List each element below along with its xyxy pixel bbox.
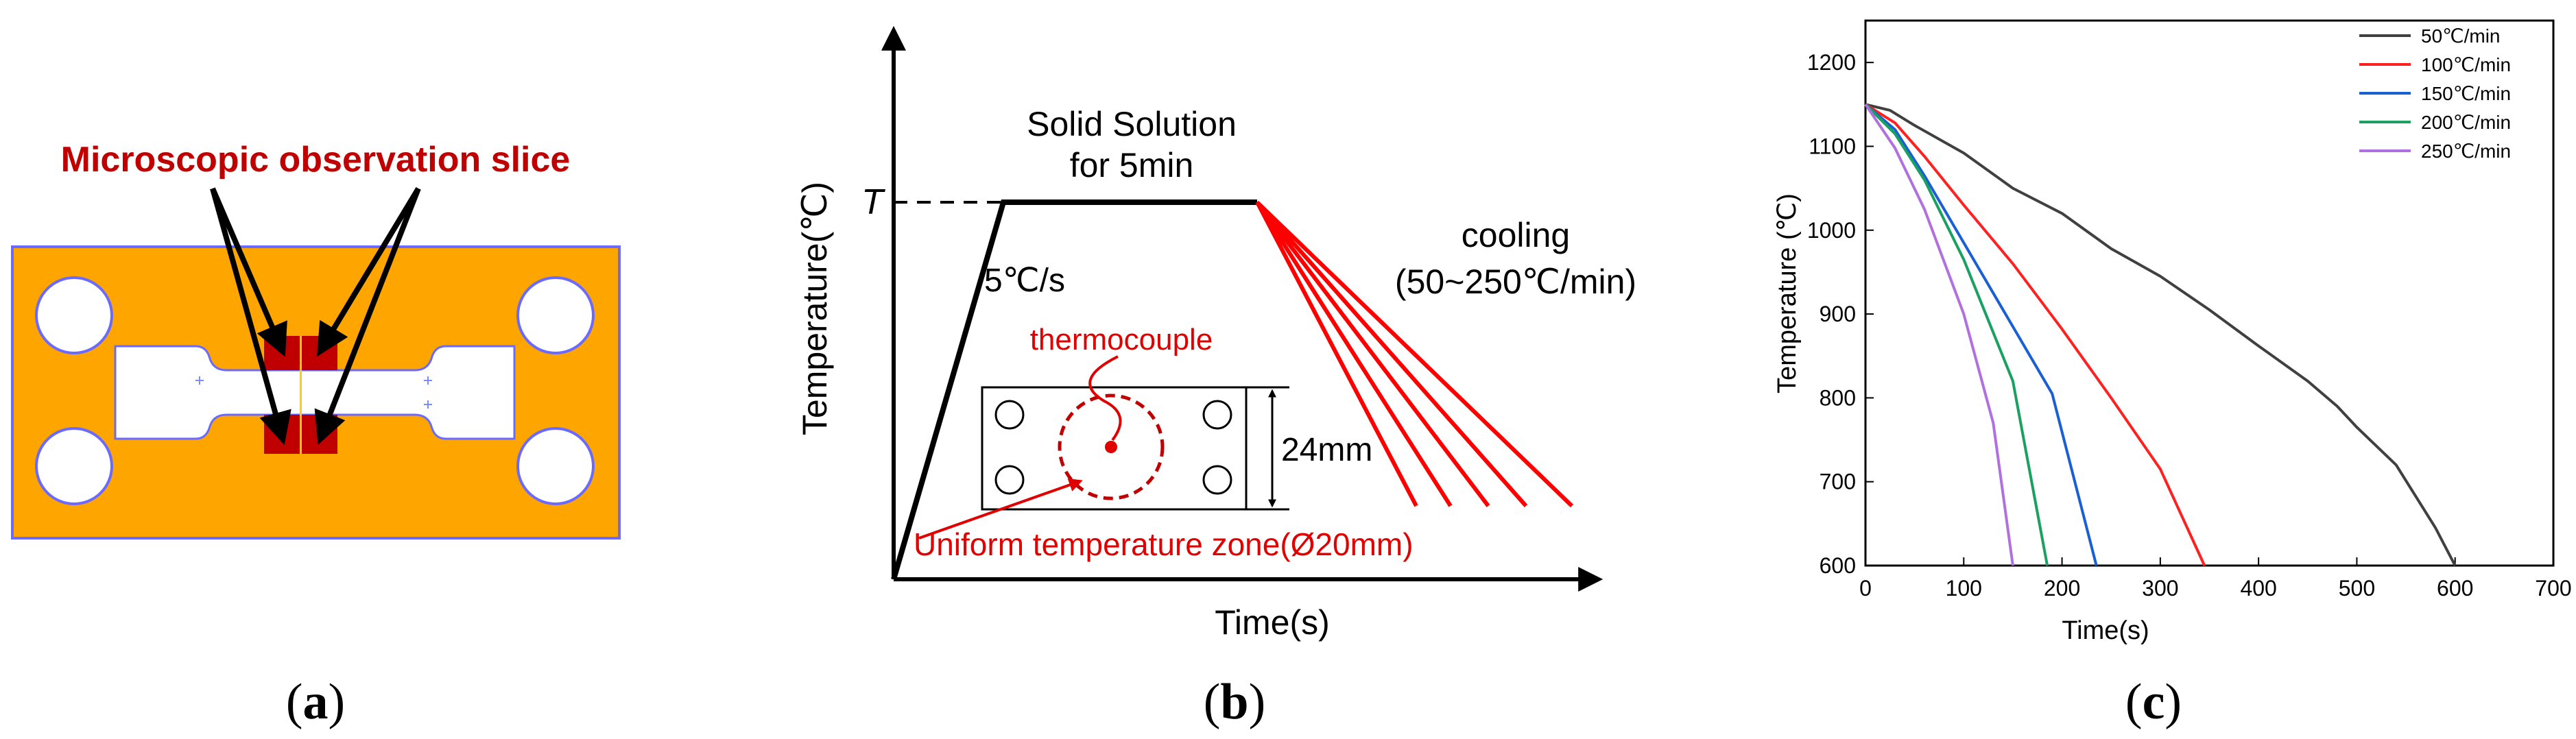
solid-solution-line2: for 5min <box>1070 146 1194 184</box>
dogbone-cutout <box>114 345 516 440</box>
gauge-marks <box>195 376 432 409</box>
legend-label-4: 250℃/min <box>2421 141 2511 162</box>
chart-x-label: Time(s) <box>2062 616 2149 645</box>
panel-c: 0 100 200 300 400 500 600 700 600 700 800 900 1000 11… <box>1773 19 2572 730</box>
inset-hole-br <box>1202 465 1232 495</box>
legend-label-3: 200℃/min <box>2421 112 2511 133</box>
x-tick-label-6: 600 <box>2437 576 2473 601</box>
hole-bottom-left <box>35 427 113 505</box>
series-line-4 <box>1864 104 2014 566</box>
axis-ticks: 0 100 200 300 400 500 600 700 600 700 800 900 1000 11… <box>1807 50 2572 601</box>
temperature-profile <box>891 199 1257 581</box>
x-tick-label-4: 400 <box>2240 576 2276 601</box>
legend: 50℃/min 100℃/min 150℃/min 200℃/min 250℃/min <box>2359 25 2511 162</box>
heating-rate: 5℃/s <box>984 263 1065 299</box>
legend-label-0: 50℃/min <box>2421 25 2501 47</box>
x-tick-label-3: 300 <box>2142 576 2178 601</box>
y-tick-label-6: 1200 <box>1807 50 1856 75</box>
y-tick-label-1: 700 <box>1820 470 1856 494</box>
series-line-2 <box>1864 103 2098 566</box>
thermocouple-lead <box>1088 355 1122 441</box>
x-tick-label-5: 500 <box>2339 576 2375 601</box>
y-tick-label-0: 600 <box>1820 553 1856 578</box>
panel-a-label: (a) <box>286 674 345 730</box>
solid-solution-line1: Solid Solution <box>1027 105 1237 143</box>
series-line-3 <box>1864 103 2049 566</box>
inset-hole-tr <box>1202 400 1232 430</box>
series-line-0 <box>1865 103 2457 566</box>
plot-frame <box>1864 19 2555 567</box>
uniform-zone-circle <box>1058 393 1165 500</box>
hole-bottom-right <box>516 427 595 505</box>
series-lines <box>1864 103 2457 566</box>
axis-y-label: Temperature(℃) <box>796 182 834 435</box>
chart-y-label: Temperature (℃) <box>1773 193 1802 393</box>
inset-hole-bl <box>994 465 1025 495</box>
panel-c-label: (c) <box>2125 674 2182 730</box>
x-tick-label-2: 200 <box>2044 576 2080 601</box>
panel-b: Temperature(℃) Time(s) T Solid Solution … <box>796 25 1636 730</box>
x-tick-label-1: 100 <box>1946 576 1982 601</box>
annotation-label: Microscopic observation slice <box>61 140 571 180</box>
y-tick-label-2: 800 <box>1820 385 1856 410</box>
cooling-line1: cooling <box>1462 216 1570 254</box>
x-tick-label-7: 700 <box>2535 576 2571 601</box>
inset-hole-tl <box>994 400 1025 430</box>
axis-x-label: Time(s) <box>1215 603 1330 642</box>
dimension-label: 24mm <box>1281 432 1372 468</box>
slice-top-right <box>302 336 337 370</box>
thermocouple-label: thermocouple <box>1030 323 1213 356</box>
thermocouple-point <box>1105 441 1117 453</box>
hole-top-right <box>516 276 595 354</box>
panel-a: Microscopic observation slice (a) <box>11 140 621 730</box>
t-marker: T <box>861 182 885 222</box>
y-tick-label-3: 900 <box>1820 302 1856 326</box>
uniform-zone-pointer <box>918 478 1083 540</box>
cooling-lines <box>1255 200 1574 508</box>
slice-top-left <box>264 336 300 370</box>
uniform-zone-label: Uniform temperature zone(Ø20mm) <box>914 526 1414 562</box>
cooling-line2: (50~250℃/min) <box>1395 263 1636 301</box>
legend-label-1: 100℃/min <box>2421 54 2511 75</box>
annotation-arrows <box>210 186 421 446</box>
x-tick-label-0: 0 <box>1859 576 1872 601</box>
legend-label-2: 150℃/min <box>2421 83 2511 104</box>
hole-top-left <box>35 276 113 354</box>
panel-b-label: (b) <box>1204 674 1265 730</box>
y-tick-label-5: 1100 <box>1809 134 1856 158</box>
y-tick-label-4: 1000 <box>1807 218 1856 243</box>
series-line-1 <box>1864 103 2206 566</box>
